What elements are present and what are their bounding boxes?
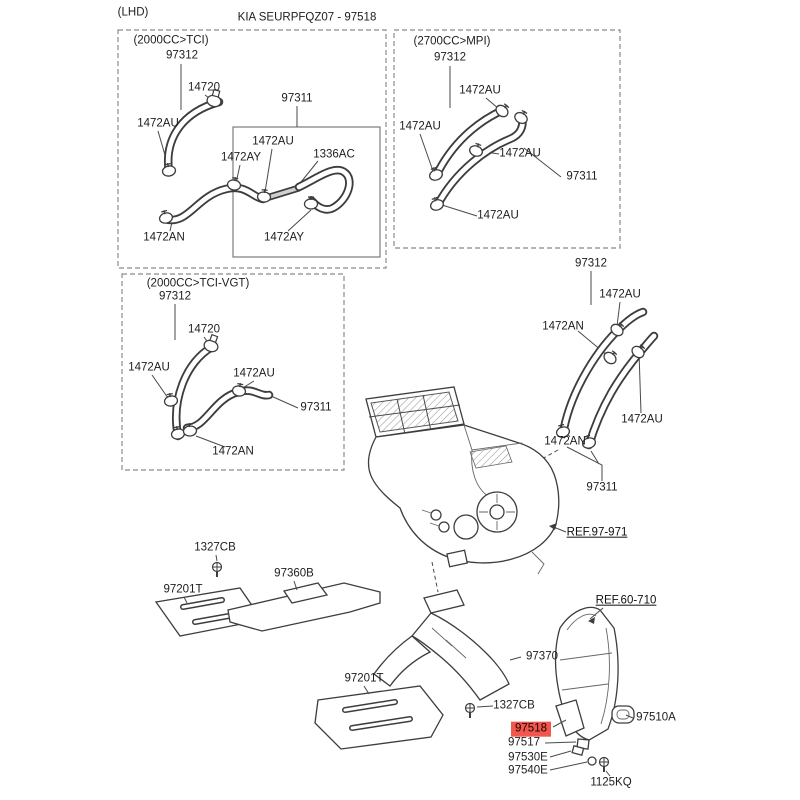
highlighted-part[interactable]: 97518 (511, 721, 551, 737)
part-label: 1327CB (493, 699, 535, 712)
clip-97540e (587, 756, 597, 766)
part-label: 1472AU (399, 120, 441, 133)
box-2000cc-tci-vgt (121, 273, 345, 471)
hose-group-2000cc-tci-vgt (151, 304, 299, 448)
group-label: (2700CC>MPI) (413, 35, 491, 48)
floor-ducts (154, 554, 522, 750)
part-label: 97311 (300, 401, 332, 414)
part-label: 97201T (344, 672, 384, 685)
part-label: 1327CB (194, 541, 236, 554)
group-label: (2000CC>TCI) (133, 34, 209, 47)
diagram-title: KIA SEURPFQZ07 - 97518 (237, 11, 377, 24)
part-label: 97311 (586, 481, 618, 494)
part-label: 97201T (163, 583, 203, 596)
group-label: (2000CC>TCI-VGT) (146, 277, 250, 290)
hose-group-rear (505, 271, 659, 481)
part-label: 97360B (274, 567, 314, 580)
ref-link[interactable]: REF.60-710 (595, 594, 657, 607)
hose-group-2000cc-tci (157, 64, 354, 232)
part-label: 1472AN (143, 231, 185, 244)
part-label: 1472AN (212, 445, 254, 458)
part-label: 97312 (575, 257, 607, 270)
part-label: 1472AU (233, 367, 275, 380)
part-label: 1336AC (313, 148, 355, 161)
part-label: 1472AU (137, 117, 179, 130)
part-label: 97530E (508, 751, 548, 764)
part-label: 97312 (434, 51, 466, 64)
part-label: 1472AU (621, 413, 663, 426)
box-2700cc-mpi (393, 29, 621, 249)
part-label: 97311 (566, 170, 598, 183)
part-label: 1472AU (459, 84, 501, 97)
box-2000cc-tci (117, 29, 387, 269)
clip-97530e (571, 745, 585, 756)
cowl-side-bracket (544, 606, 635, 777)
part-label: 1472AU (477, 209, 519, 222)
part-label: 97517 (508, 736, 540, 749)
part-label: 97311 (281, 92, 313, 105)
part-label: 1472AU (128, 361, 170, 374)
part-label: 1125KQ (590, 776, 632, 789)
part-label: 1472AY (263, 231, 305, 244)
heater-unit (365, 386, 567, 593)
lhd-label: (LHD) (117, 6, 149, 19)
hose-group-2700cc-mpi (419, 66, 562, 217)
part-label: 14720 (188, 323, 220, 336)
part-label: 1472AU (252, 135, 294, 148)
part-label: 1472AU (599, 288, 641, 301)
part-label: 97510A (636, 711, 676, 724)
part-label: 1472AU (499, 147, 541, 160)
part-label: 1472AN (544, 435, 586, 448)
part-label: 97312 (166, 49, 198, 62)
part-label: 1472AY (220, 151, 262, 164)
part-label: 1472AN (542, 320, 584, 333)
ref-link[interactable]: REF.97-971 (566, 526, 628, 539)
seal-97510a (611, 705, 635, 724)
part-label: 97312 (159, 290, 191, 303)
part-label: 14720 (188, 81, 220, 94)
part-label: 97540E (508, 764, 548, 777)
part-label: 97370 (526, 650, 558, 663)
clip-97517 (576, 738, 590, 750)
